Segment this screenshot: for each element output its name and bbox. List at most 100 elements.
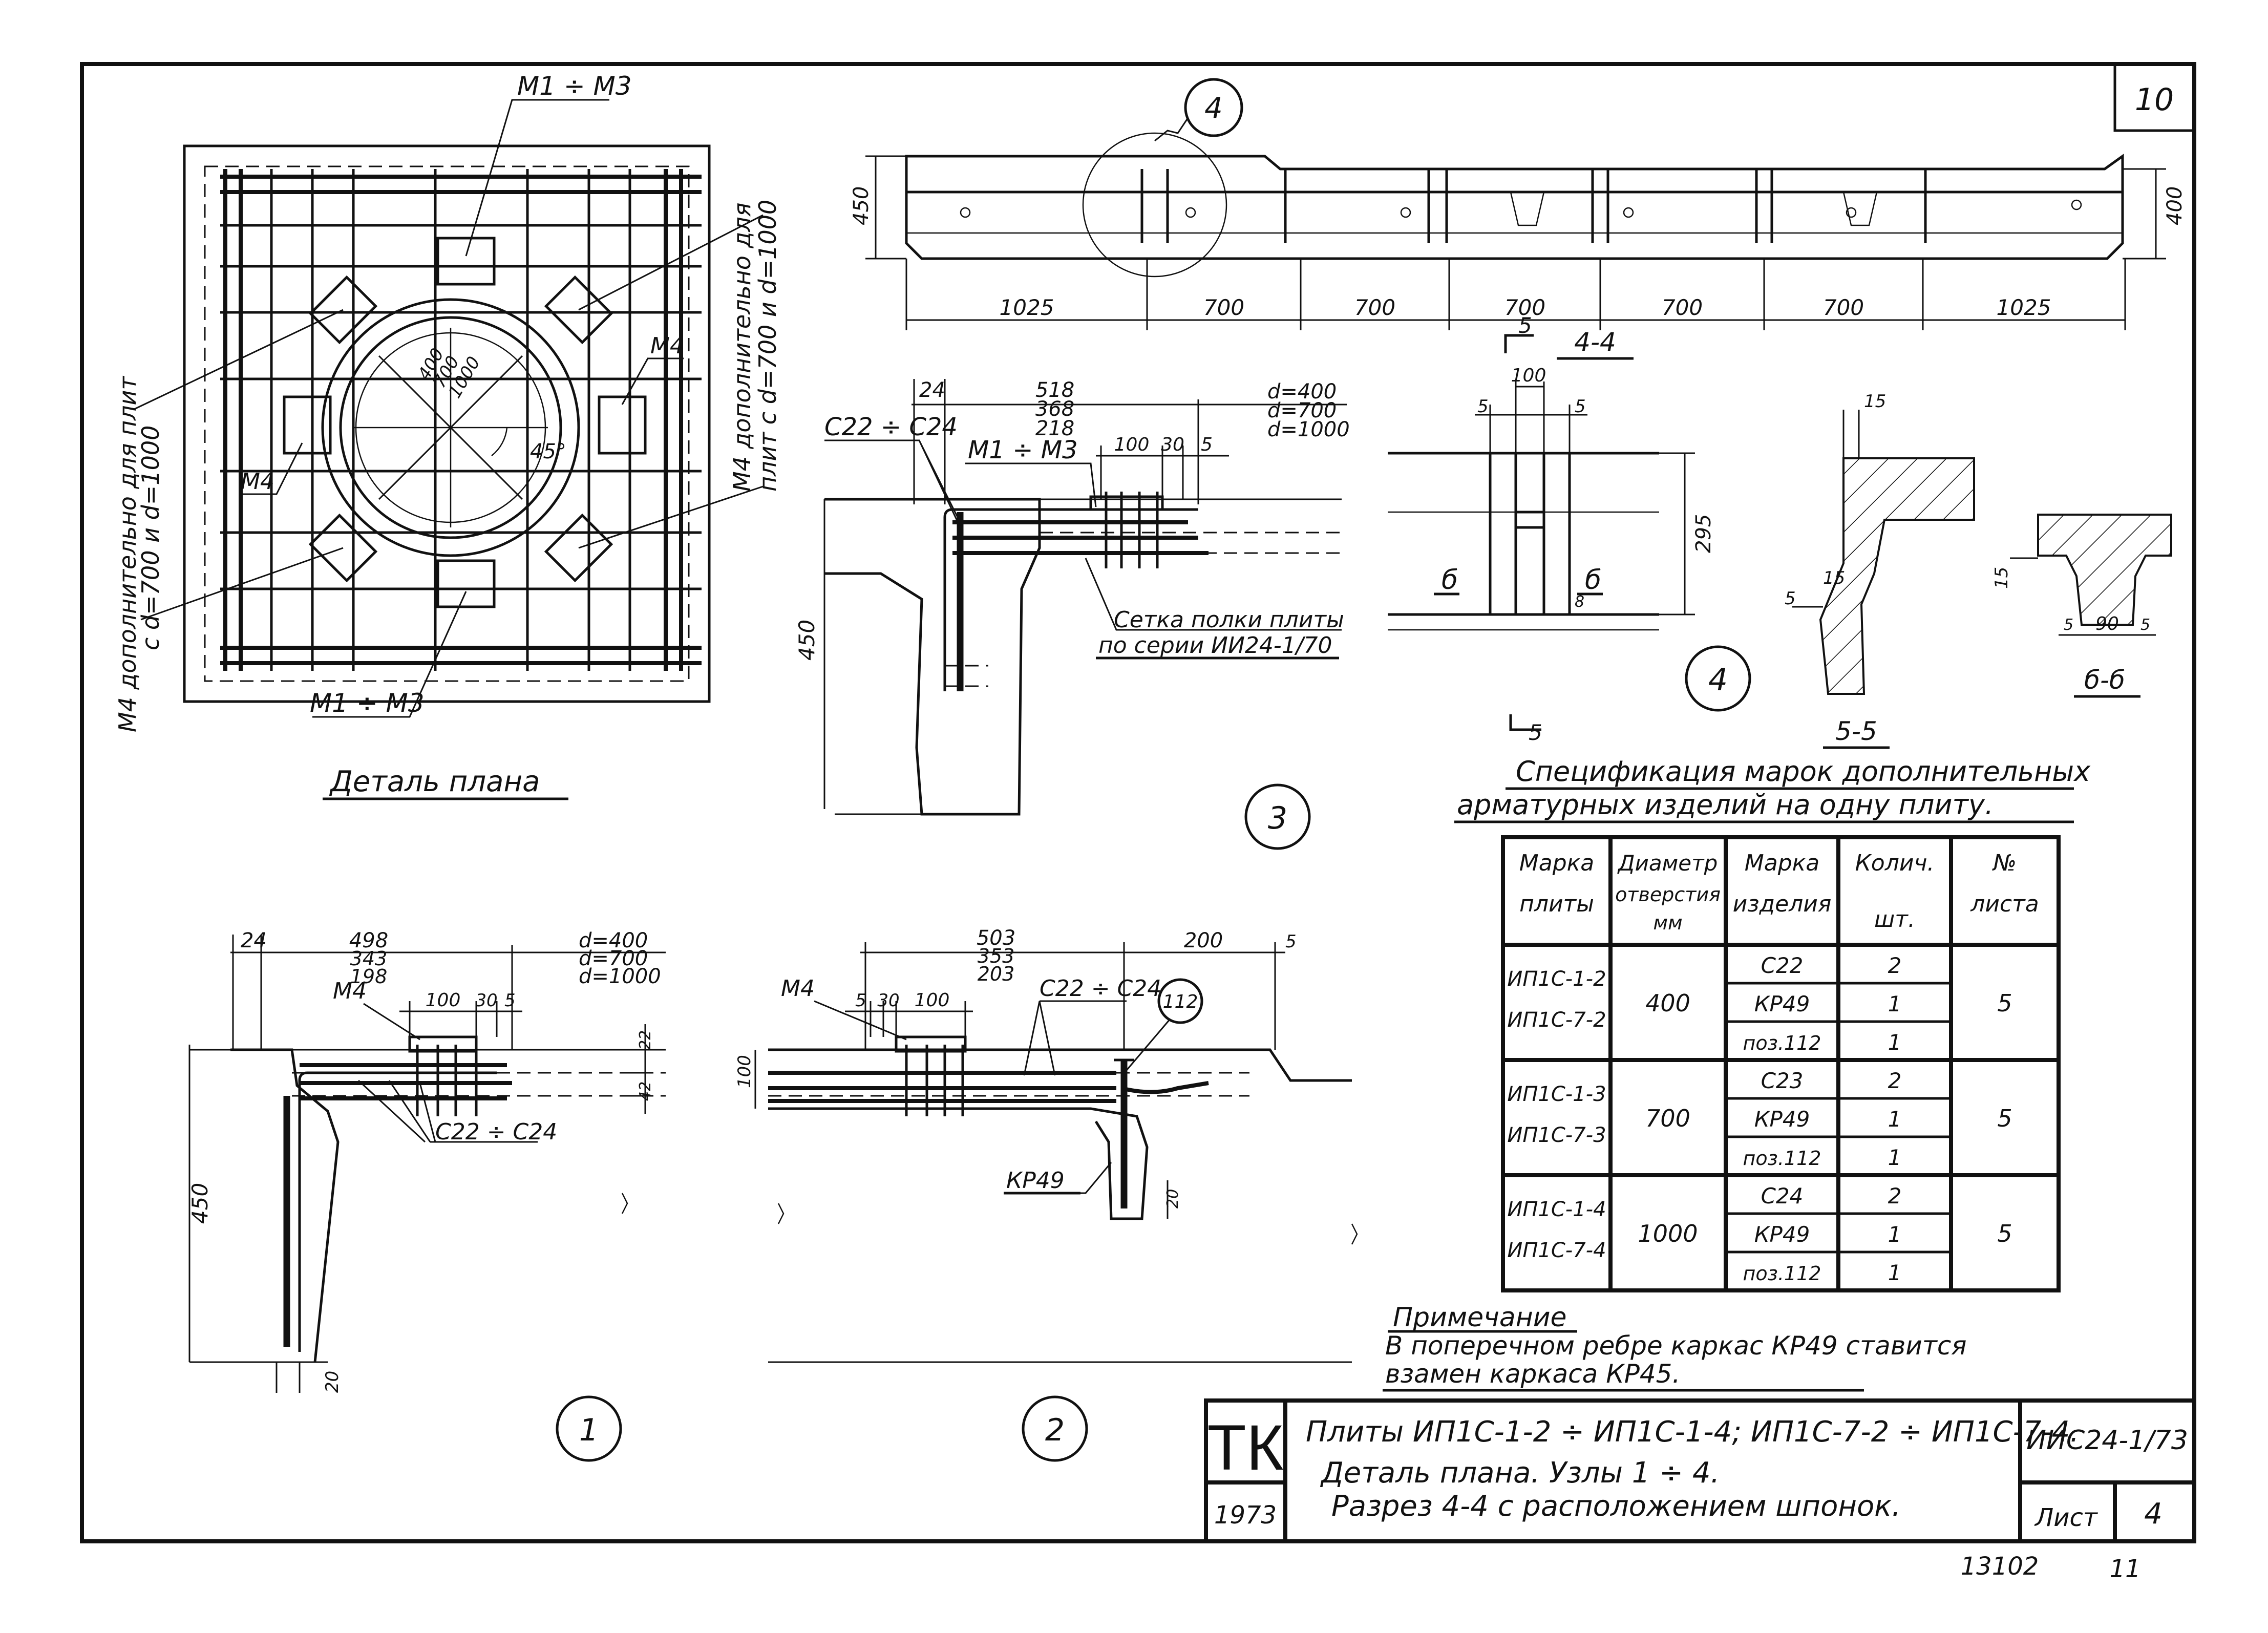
svg-text:8: 8: [1575, 593, 1584, 611]
svg-text:ИП1С-7-4: ИП1С-7-4: [1507, 1239, 1606, 1262]
section-4-4-callout: [1184, 78, 1243, 137]
spec-table: Спецификация марок дополнительных армату…: [1454, 755, 2091, 1292]
plan-embedded-plates: [283, 237, 647, 608]
svg-text:30: 30: [877, 990, 899, 1011]
svg-text:30: 30: [1161, 434, 1184, 455]
svg-text:203: 203: [978, 963, 1015, 985]
section-4-4: 4 450 400 1025 700 700 700 700 700 1025: [850, 78, 2187, 360]
svg-text:б: б: [1585, 565, 1601, 596]
svg-text:1: 1: [1888, 1030, 1902, 1055]
svg-text:Сетка полки плиты: Сетка полки плиты: [1114, 607, 1344, 633]
svg-text:С23: С23: [1761, 1068, 1804, 1093]
svg-text:ИП1С-7-2: ИП1С-7-2: [1507, 1008, 1606, 1032]
plan-rebar-grid: [220, 169, 702, 671]
svg-text:503: 503: [977, 926, 1015, 950]
svg-text:1: 1: [1888, 1222, 1902, 1247]
svg-text:700: 700: [1645, 1105, 1690, 1132]
node-2: 100 20 503 353 203 200 5 5 30 100 М4 С22…: [734, 926, 1358, 1462]
svg-text:5: 5: [1785, 588, 1796, 609]
svg-text:100: 100: [1114, 434, 1150, 455]
svg-text:4: 4: [1708, 662, 1728, 698]
svg-text:5: 5: [1997, 1105, 2012, 1132]
span-7: 1025: [1997, 295, 2051, 320]
svg-text:498: 498: [349, 929, 388, 952]
plan-note-right-2: плит с d=700 и d=1000: [754, 200, 781, 492]
svg-text:5: 5: [1477, 396, 1489, 417]
beam-height-right: 400: [2163, 186, 2187, 225]
svg-text:1000: 1000: [1638, 1220, 1698, 1247]
svg-text:листа: листа: [1970, 891, 2039, 917]
section-5-5: 15 15 5 5-5: [1785, 391, 1975, 749]
note-line-1: В поперечном ребре каркас КР49 ставится: [1385, 1331, 1966, 1361]
svg-text:20: 20: [322, 1371, 343, 1393]
plan-note-left-2: с d=700 и d=1000: [137, 426, 164, 650]
svg-text:б: б: [1442, 565, 1458, 596]
svg-text:198: 198: [350, 965, 388, 988]
title-line-2: Деталь плана. Узлы 1 ÷ 4.: [1320, 1456, 1720, 1490]
svg-text:15: 15: [1991, 567, 2012, 589]
svg-text:ИП1С-7-3: ИП1С-7-3: [1507, 1123, 1606, 1147]
svg-text:100: 100: [734, 1055, 755, 1088]
node2-m4-plate: [895, 1035, 967, 1053]
svg-text:24: 24: [919, 378, 945, 402]
svg-text:изделия: изделия: [1733, 891, 1832, 917]
title-block: ТК 1973 Плиты ИП1С-1-2 ÷ ИП1С-1-4; ИП1С-…: [1204, 1398, 2194, 1541]
svg-text:100: 100: [426, 990, 461, 1011]
span-6: 700: [1823, 295, 1864, 320]
svg-text:ИП1С-1-3: ИП1С-1-3: [1507, 1083, 1606, 1106]
node2-callout: [1022, 1395, 1088, 1462]
note: Примечание В поперечном ребре каркас КР4…: [1383, 1302, 1966, 1392]
svg-text:90: 90: [2095, 613, 2119, 634]
node1-c22c24: С22 ÷ С24: [435, 1119, 557, 1145]
svg-text:295: 295: [1692, 514, 1715, 553]
svg-text:5: 5: [855, 990, 866, 1011]
svg-text:5: 5: [2140, 616, 2150, 634]
span-2: 700: [1203, 295, 1244, 320]
plan-inner: [204, 165, 690, 682]
node2-m4: М4: [781, 975, 815, 1002]
plan-title: Деталь плана: [329, 765, 540, 798]
plan-m4-right: М4: [650, 333, 684, 359]
svg-text:2: 2: [1045, 1412, 1065, 1448]
node3-c22c24: С22 ÷ С24: [824, 413, 958, 441]
svg-text:d=1000: d=1000: [579, 965, 661, 988]
svg-text:Диаметр: Диаметр: [1617, 851, 1718, 876]
svg-text:353: 353: [978, 945, 1015, 967]
svg-text:d=400: d=400: [579, 929, 648, 952]
svg-text:поз.112: поз.112: [1743, 1147, 1821, 1170]
node2-callout-112: [1157, 978, 1203, 1024]
svg-text:400: 400: [1645, 989, 1690, 1017]
svg-text:d=400: d=400: [1267, 380, 1337, 404]
svg-text:5: 5: [1997, 1220, 2012, 1247]
svg-text:1: 1: [1888, 1260, 1902, 1285]
note-line-2: взамен каркаса КР45.: [1385, 1359, 1680, 1389]
svg-text:5: 5: [1285, 931, 1297, 952]
node1-m4: М4: [333, 978, 367, 1004]
svg-text:d=1000: d=1000: [1267, 418, 1350, 441]
node-3: 450 24 518 368 218 d=400 d=700 d=1000 10…: [794, 378, 1350, 850]
svg-text:d=700: d=700: [579, 947, 648, 970]
svg-text:2: 2: [1888, 953, 1902, 978]
span-3: 700: [1354, 295, 1395, 320]
svg-text:450: 450: [794, 620, 819, 661]
svg-text:отверстия: отверстия: [1615, 883, 1721, 906]
node4-callout: [1685, 645, 1751, 712]
svg-text:Марка: Марка: [1519, 850, 1594, 876]
svg-text:шт.: шт.: [1874, 906, 1915, 932]
section-4-4-detail-circle: [1082, 132, 1227, 278]
svg-text:1: 1: [1888, 1107, 1902, 1132]
hole-outer: [321, 298, 580, 557]
corner-number: 10: [2135, 82, 2174, 118]
corner-number-box: [2113, 64, 2194, 132]
sheet-label: Лист: [2034, 1503, 2099, 1532]
svg-text:№: №: [1991, 850, 2017, 876]
span-ticks: [905, 259, 2126, 330]
svg-text:5: 5: [1997, 989, 2012, 1017]
node3-m1m3: М1 ÷ М3: [968, 436, 1078, 464]
svg-text:мм: мм: [1653, 911, 1682, 934]
svg-text:по серии ИИ24-1/70: по серии ИИ24-1/70: [1098, 632, 1332, 659]
section-5-5-title: 5-5: [1835, 716, 1877, 746]
note-title: Примечание: [1393, 1302, 1567, 1333]
plan-note-right-1: М4 дополнительно для: [728, 203, 756, 492]
node2-kr49: КР49: [1006, 1168, 1065, 1194]
